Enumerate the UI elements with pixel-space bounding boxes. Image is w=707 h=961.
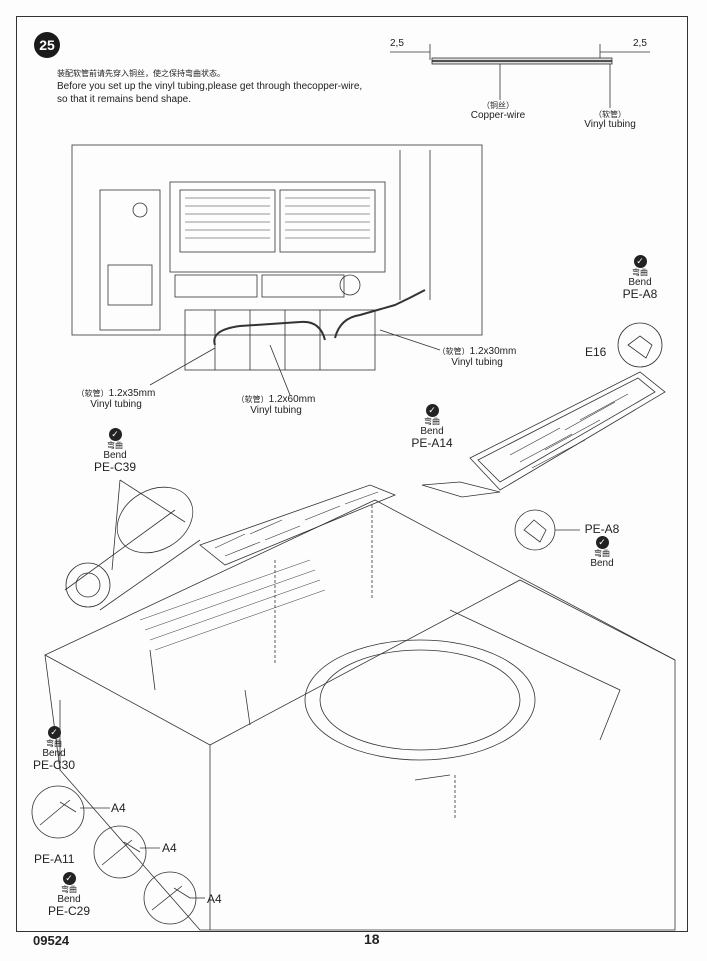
- pe-a11-label: PE-A11: [34, 852, 75, 866]
- tubing-30mm-label: （软管）1.2x30mm Vinyl tubing: [437, 346, 517, 368]
- pe-a11-detail: [93, 825, 147, 879]
- copper-wire-label: （铜丝） Copper-wire: [470, 101, 526, 121]
- pe-a14-callout: ✓ 弯曲 Bend PE-A14: [411, 404, 453, 450]
- bend-icon: ✓: [595, 536, 609, 549]
- pe-c29-callout: ✓ 弯曲 Bend PE-C29: [47, 872, 91, 918]
- vinyl-tubing-label: （软管） Vinyl tubing: [584, 110, 636, 130]
- page-number: 18: [364, 931, 380, 947]
- instruction-cn: 装配软管前请先穿入铜丝，使之保持弯曲状态。: [57, 69, 225, 78]
- a4-label-3: A4: [207, 892, 222, 906]
- page-frame: [16, 16, 688, 932]
- product-code: 09524: [33, 933, 70, 948]
- a4-label-1: A4: [111, 801, 126, 815]
- pe-c30-callout: ✓ 弯曲 Bend PE-C30: [32, 726, 76, 772]
- instruction-en-line2: so that it remains bend shape.: [57, 94, 191, 105]
- pe-a8-detail-right: [514, 509, 556, 551]
- bend-icon: ✓: [633, 255, 647, 268]
- bend-icon: ✓: [47, 726, 61, 739]
- engine-deck-view: [71, 144, 483, 371]
- pe-a8-top-callout: ✓ 弯曲 Bend PE-A8: [622, 255, 658, 301]
- pe-a8-detail-top: [617, 322, 663, 368]
- dimension-left: 2,5: [390, 38, 404, 49]
- step-number-badge: 25: [34, 32, 60, 58]
- a4-label-2: A4: [162, 841, 177, 855]
- tubing-60mm-label: （软管）1.2x60mm Vinyl tubing: [236, 394, 316, 416]
- hull-drawing: [44, 484, 676, 931]
- pe-c30-detail: [31, 785, 85, 839]
- tubing-35mm-label: （软管）1.2x35mm Vinyl tubing: [76, 388, 156, 410]
- pe-c29-detail: [143, 871, 197, 925]
- tubing-detail-diagram: [390, 44, 650, 108]
- grille-panel-e16: [421, 371, 666, 498]
- instruction-en-line1: Before you set up the vinyl tubing,pleas…: [57, 81, 363, 92]
- dimension-right: 2,5: [633, 38, 647, 49]
- e16-label: E16: [585, 345, 607, 359]
- pe-a8-right-callout: PE-A8 ✓ 弯曲 Bend: [584, 522, 620, 570]
- instruction-text: 装配软管前请先穿入铜丝，使之保持弯曲状态。 Before you set up …: [57, 67, 362, 106]
- bend-icon: ✓: [108, 428, 122, 441]
- pe-c39-callout: ✓ 弯曲 Bend PE-C39: [93, 428, 137, 474]
- bend-icon: ✓: [62, 872, 76, 885]
- bend-icon: ✓: [425, 404, 439, 417]
